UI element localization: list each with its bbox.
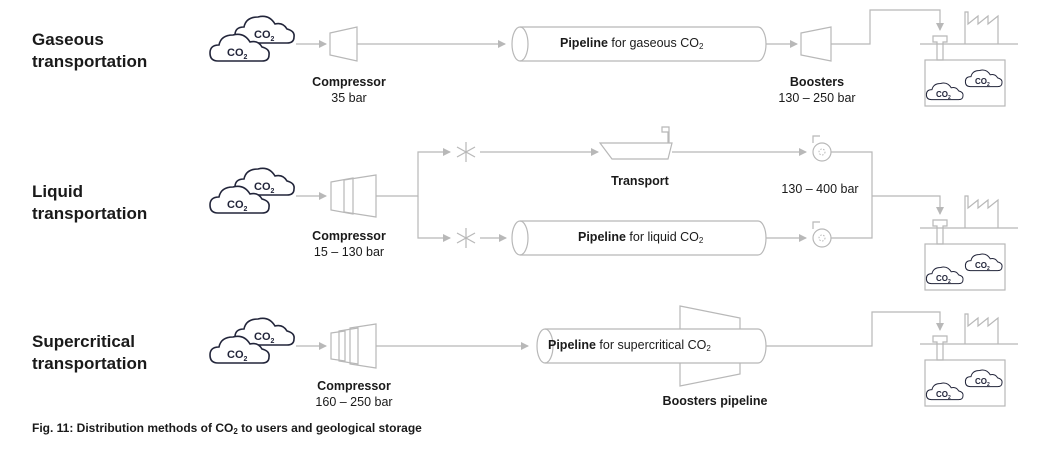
flow-arrow <box>766 311 944 347</box>
figure-caption: Fig. 11: Distribution methods of CO2 to … <box>32 421 422 436</box>
compressor-icon <box>330 323 377 369</box>
row-title-supercritical: Supercritical transportation <box>32 331 147 375</box>
pump-pressure: 130 – 400 bar <box>781 182 859 196</box>
pipeline-icon <box>511 26 767 62</box>
boosters-name: Boosters <box>789 75 845 89</box>
co2-cloud-label: CO2 <box>227 199 248 213</box>
co2-cloud-label: CO2 <box>936 90 951 101</box>
pipeline-label-text: for liquid CO <box>625 230 699 244</box>
storage-site-icon: CO2 CO2 <box>920 313 1018 407</box>
compressor-pressure: 35 bar <box>331 91 367 105</box>
compressor-label-liquid: Compressor 15 – 130 bar <box>294 228 404 260</box>
booster-icon <box>800 26 832 62</box>
co2-cloud-label: CO2 <box>227 47 248 61</box>
co2-cloud-label: CO2 <box>975 77 990 88</box>
compressor-label-gaseous: Compressor 35 bar <box>294 74 404 106</box>
caption-subscript: 2 <box>233 427 238 436</box>
subscript-2: 2 <box>698 236 704 245</box>
pipeline-label-bold: Pipeline <box>560 36 608 50</box>
caption-text: Fig. 11: Distribution methods of CO <box>32 421 234 435</box>
row-supercritical: CO2 CO2 CO2 CO2 <box>209 305 1018 407</box>
title-line: transportation <box>32 52 148 71</box>
pipeline-label-text: for supercritical CO <box>595 338 707 352</box>
boosters-label-supercritical: Boosters pipeline <box>645 393 785 409</box>
compressor-label-supercritical: Compressor 160 – 250 bar <box>294 378 414 410</box>
transport-label: Transport <box>585 173 695 189</box>
compressor-icon <box>330 174 377 218</box>
subscript-2: 2 <box>698 42 704 51</box>
row-title-gaseous: Gaseous transportation <box>32 29 147 73</box>
row-gaseous: CO2 CO2 CO2 CO2 <box>209 9 1018 107</box>
boosters-pressure: 130 – 250 bar <box>778 91 856 105</box>
compressor-pressure: 160 – 250 bar <box>315 395 393 409</box>
flow-arrow <box>872 195 944 215</box>
title-line: transportation <box>32 204 148 223</box>
co2-cloud-label: CO2 <box>254 181 275 195</box>
pressure-label-liquid: 130 – 400 bar <box>770 181 870 197</box>
flow-arrow <box>831 9 944 45</box>
snowflake-icon <box>456 142 476 162</box>
co2-cloud-label: CO2 <box>254 29 275 43</box>
compressor-icon <box>329 26 358 62</box>
co2-cloud-label: CO2 <box>975 377 990 388</box>
row-liquid: CO2 CO2 <box>209 126 1018 291</box>
title-line: transportation <box>32 354 148 373</box>
co2-cloud-label: CO2 <box>936 274 951 285</box>
pipeline-label-bold: Pipeline <box>548 338 596 352</box>
title-line: Gaseous <box>32 30 104 49</box>
factory-icon <box>964 195 999 228</box>
pipeline-label-supercritical: Pipeline for supercritical CO2 <box>548 338 711 353</box>
row-title-liquid: Liquid transportation <box>32 181 147 225</box>
pump-icon <box>812 221 832 248</box>
pipeline-icon <box>536 328 767 364</box>
pump-icon <box>812 135 832 162</box>
factory-icon <box>964 313 999 344</box>
storage-site-icon: CO2 CO2 <box>920 11 1018 107</box>
compressor-pressure: 15 – 130 bar <box>313 245 385 259</box>
flow-line <box>831 151 873 239</box>
compressor-name: Compressor <box>317 379 391 393</box>
compressor-name: Compressor <box>312 229 386 243</box>
boosters-name: Boosters pipeline <box>662 394 768 408</box>
flow-arrow <box>417 196 451 242</box>
transport-name: Transport <box>611 174 669 188</box>
co2-source-icon: CO2 CO2 <box>209 15 295 62</box>
co2-source-icon: CO2 CO2 <box>209 167 295 214</box>
subscript-2: 2 <box>706 344 711 353</box>
co2-cloud-label: CO2 <box>936 390 951 401</box>
pipeline-label-gaseous: Pipeline for gaseous CO2 <box>560 36 703 51</box>
pipeline-label-text: for gaseous CO <box>607 36 699 50</box>
storage-site-icon: CO2 CO2 <box>920 195 1018 291</box>
snowflake-icon <box>456 228 476 248</box>
ship-icon <box>598 126 673 160</box>
co2-cloud-label: CO2 <box>254 331 275 345</box>
co2-cloud-label: CO2 <box>227 349 248 363</box>
pipeline-label-liquid: Pipeline for liquid CO2 <box>578 230 703 245</box>
boosters-label-gaseous: Boosters 130 – 250 bar <box>762 74 872 106</box>
title-line: Liquid <box>32 182 83 201</box>
co2-cloud-label: CO2 <box>975 261 990 272</box>
flow-arrow <box>376 148 451 197</box>
factory-icon <box>964 11 999 44</box>
compressor-name: Compressor <box>312 75 386 89</box>
caption-text-end: to users and geological storage <box>237 421 422 435</box>
co2-source-icon: CO2 CO2 <box>209 317 295 364</box>
title-line: Supercritical <box>32 332 135 351</box>
pipeline-label-bold: Pipeline <box>578 230 626 244</box>
